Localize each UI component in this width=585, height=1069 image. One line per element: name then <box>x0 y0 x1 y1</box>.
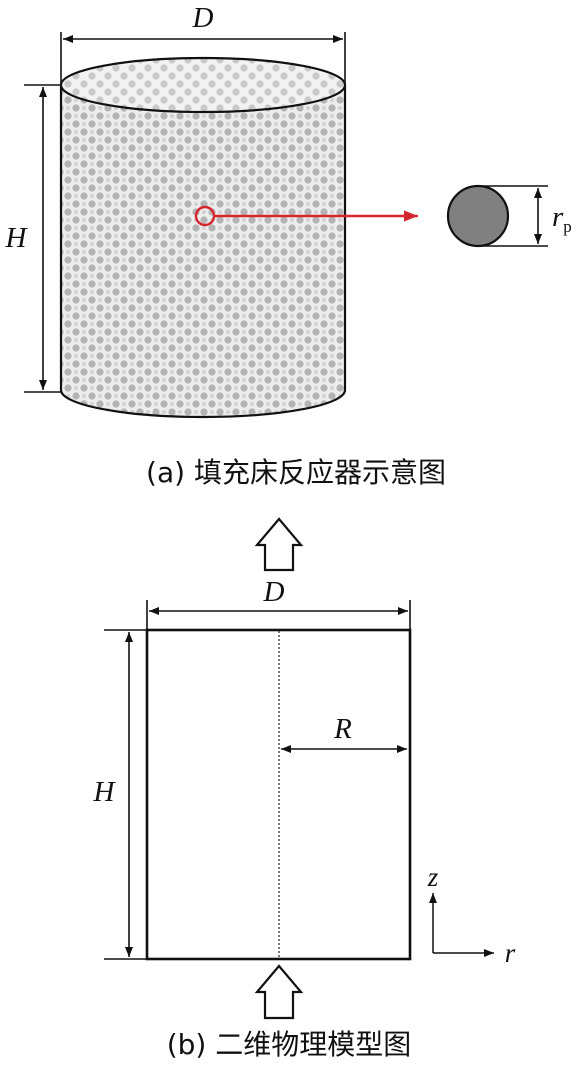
outflow-arrow-icon <box>254 517 304 572</box>
height-label-b: H <box>93 776 117 808</box>
panel-b: D R H z r (b) 二维物理模型图 <box>93 517 516 1061</box>
height-dimension-b: H <box>93 629 148 960</box>
diameter-dimension-a: D <box>60 2 346 84</box>
height-dimension-a: H <box>5 84 62 393</box>
particle-detail: rp <box>446 184 572 248</box>
radius-label: R <box>333 713 352 745</box>
axis-z-label: z <box>427 862 439 892</box>
height-label-a: H <box>5 222 29 254</box>
packed-bed-cylinder <box>59 56 347 419</box>
inflow-arrow-icon <box>254 964 304 1020</box>
radius-dimension: R <box>281 713 407 753</box>
diameter-label-a: D <box>192 2 214 34</box>
particle-radius-label: rp <box>552 201 572 236</box>
axis-r-label: r <box>505 938 516 968</box>
diameter-label-b: D <box>263 576 285 608</box>
coordinate-axes: z r <box>427 862 516 968</box>
particle-callout <box>194 205 418 227</box>
caption-a: (a) 填充床反应器示意图 <box>146 456 446 489</box>
diameter-dimension-b: D <box>146 576 411 630</box>
panel-a: D H rp (a) 填充床反应器示意图 <box>5 2 572 489</box>
model-domain <box>145 628 412 961</box>
caption-b: (b) 二维物理模型图 <box>167 1028 412 1061</box>
particle-icon <box>446 184 510 248</box>
